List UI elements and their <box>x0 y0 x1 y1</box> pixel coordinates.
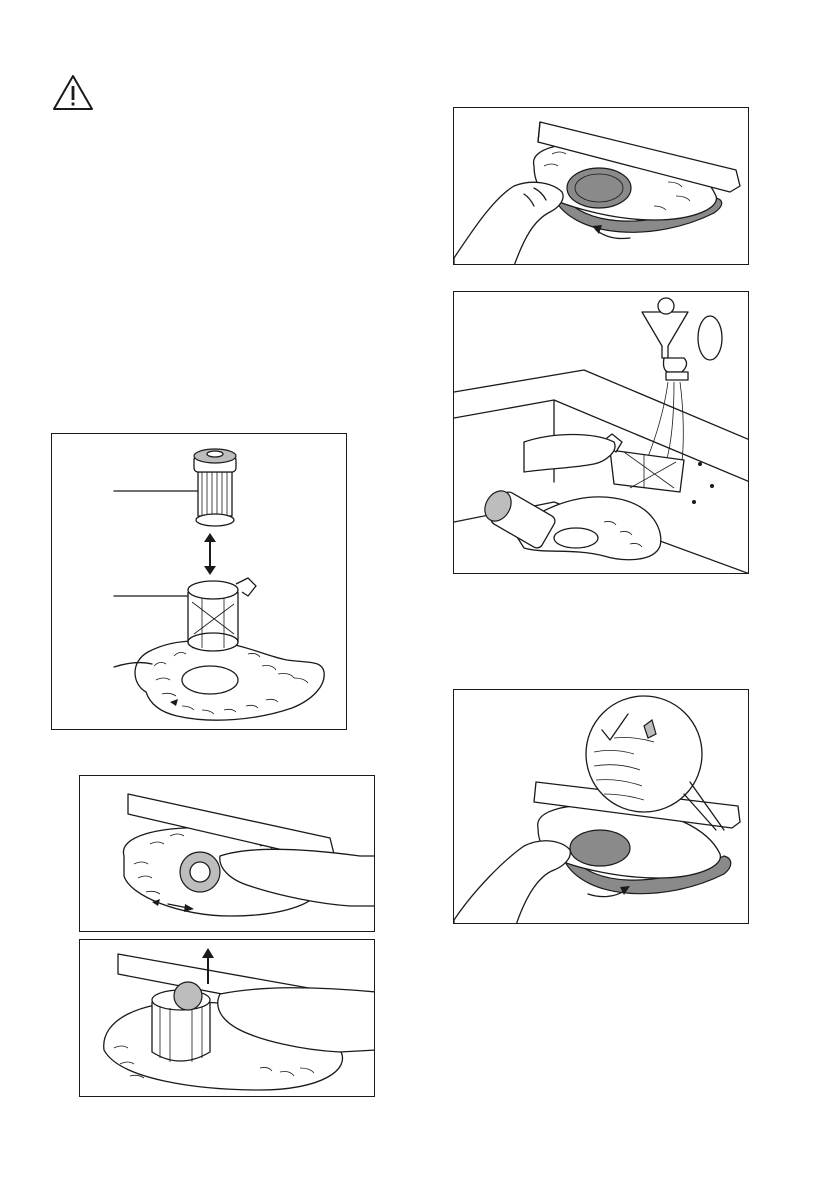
figure-turn-filter-counterclockwise <box>453 107 749 265</box>
warning-triangle-icon <box>52 74 94 117</box>
figure-refit-turn-clockwise <box>453 689 749 924</box>
figure-rinse-filters <box>453 291 749 574</box>
figure-filter-assembly <box>51 433 347 730</box>
figure-remove-flat-filter <box>79 775 375 932</box>
figure-lift-filter-out <box>79 939 375 1097</box>
